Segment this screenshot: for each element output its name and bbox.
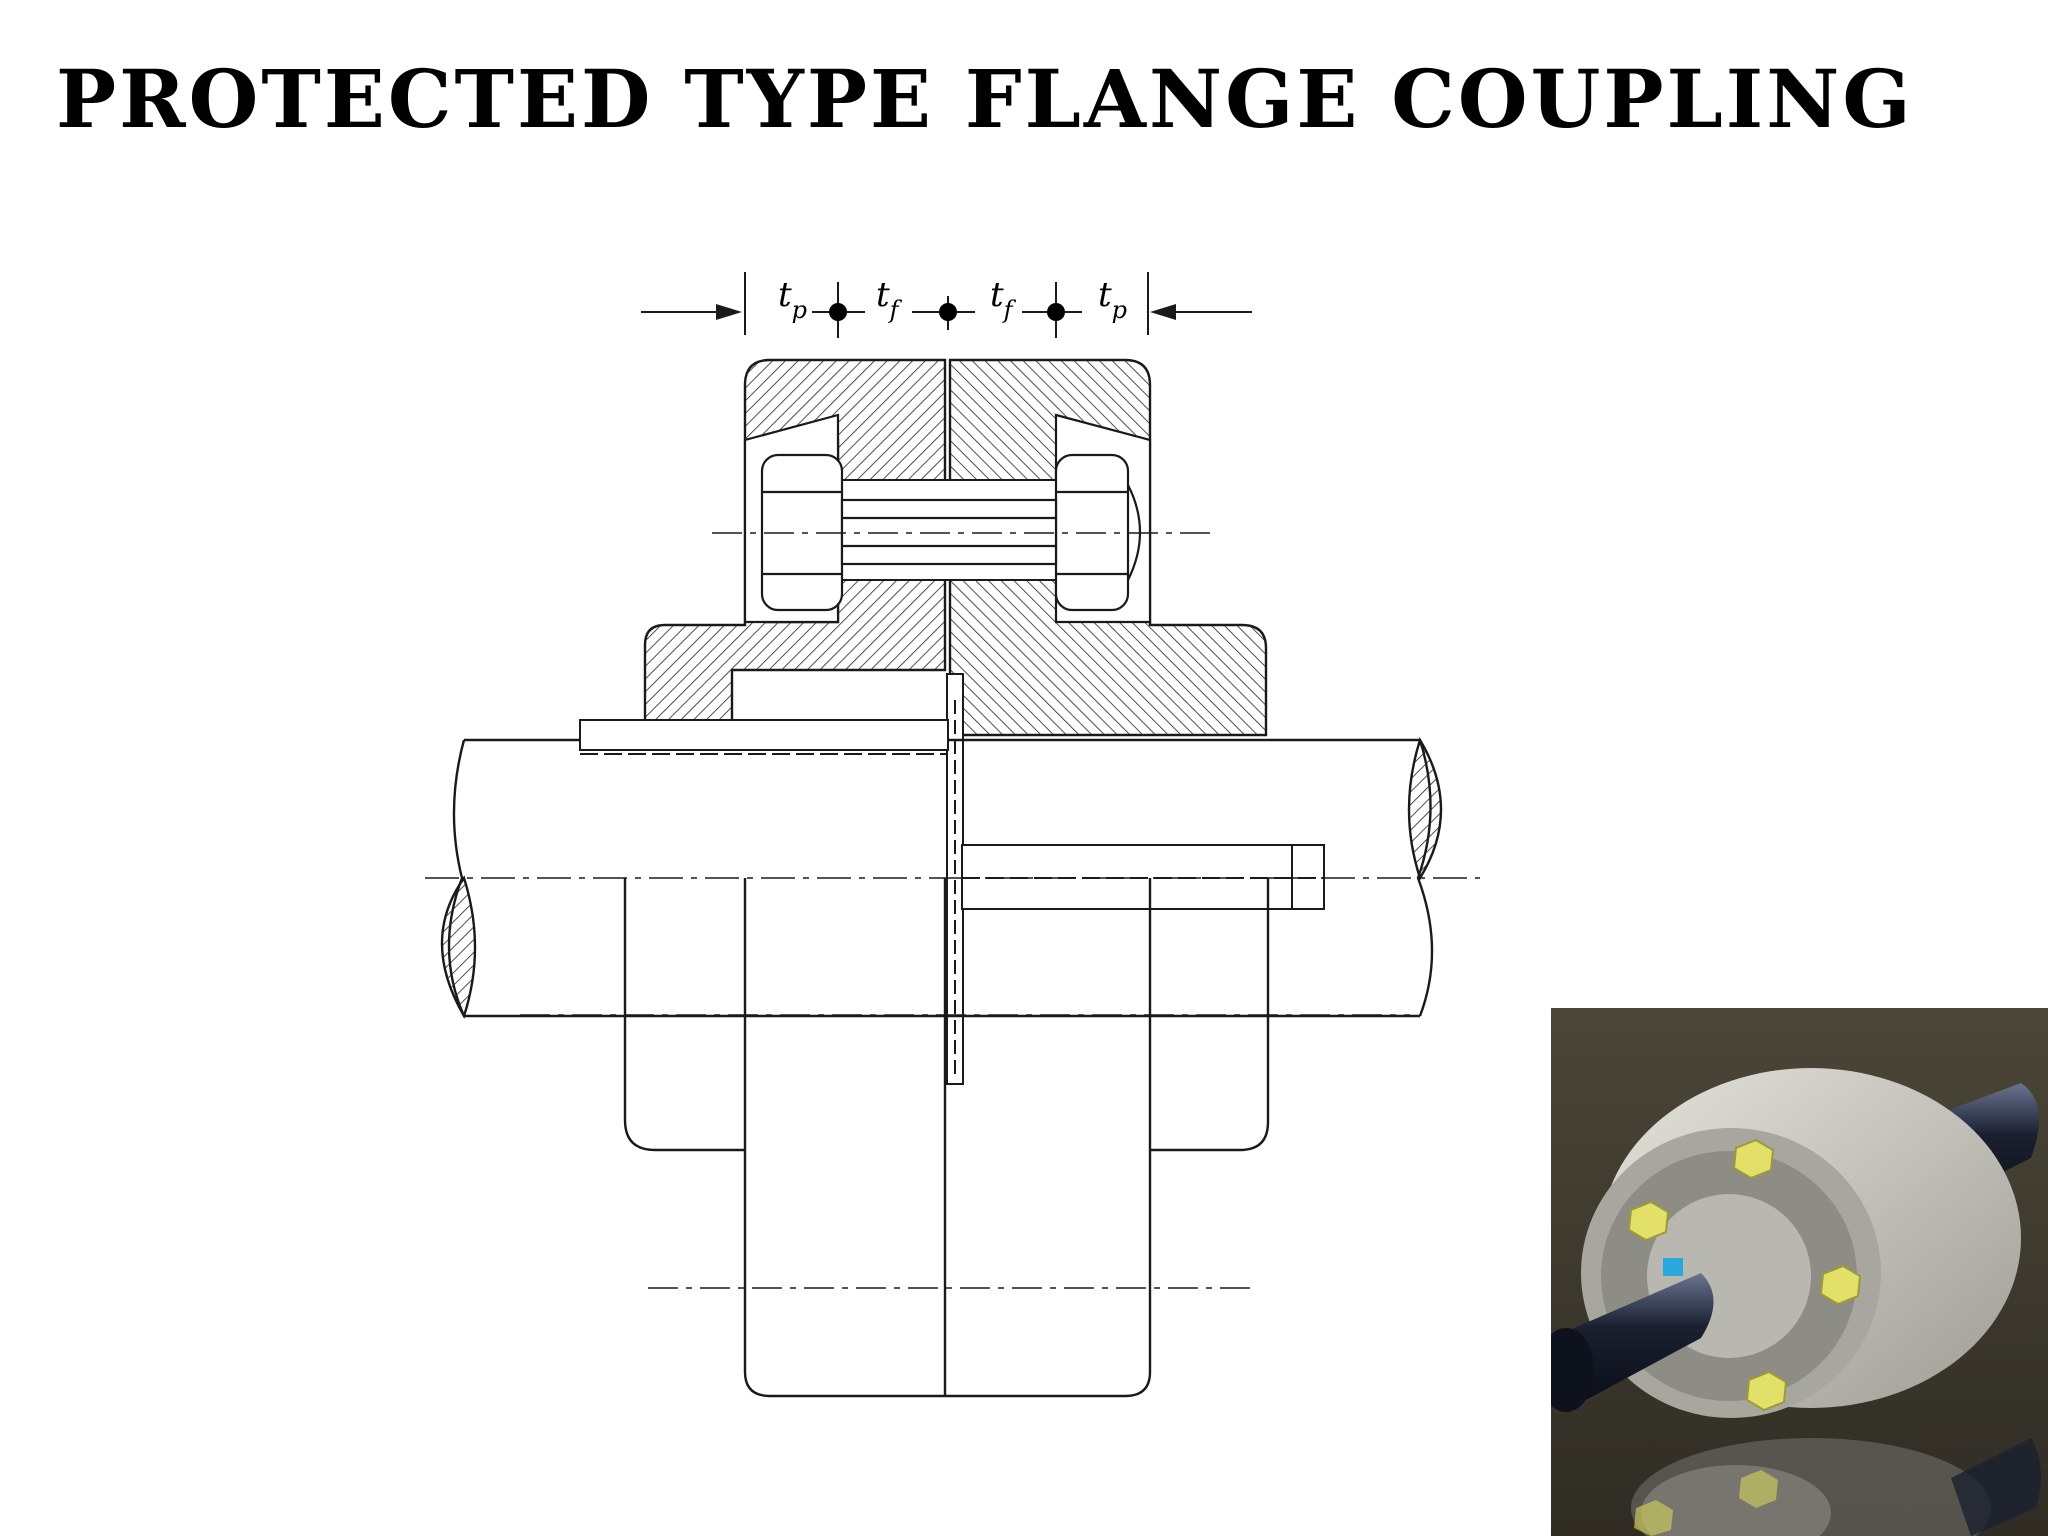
- dim-label-tf-left: tf: [876, 275, 903, 324]
- dim-label-tp-right: tp: [1098, 275, 1127, 324]
- key-right: [961, 844, 1325, 910]
- bolt-nut-assembly: [760, 453, 1142, 612]
- dim-label-tp-left: tp: [778, 275, 807, 324]
- coupling-lower-half: [623, 878, 1270, 1398]
- shaft: [440, 737, 1443, 1019]
- coupling-3d-render: [1551, 1008, 2048, 1536]
- slide-title: PROTECTED TYPE FLANGE COUPLING: [56, 52, 1914, 146]
- dim-label-tf-right: tf: [990, 275, 1017, 324]
- key-left: [579, 719, 949, 755]
- dimension-dot: [939, 303, 957, 321]
- dimension-dot: [1047, 303, 1065, 321]
- spigot: [946, 673, 964, 1085]
- dimension-dot: [829, 303, 847, 321]
